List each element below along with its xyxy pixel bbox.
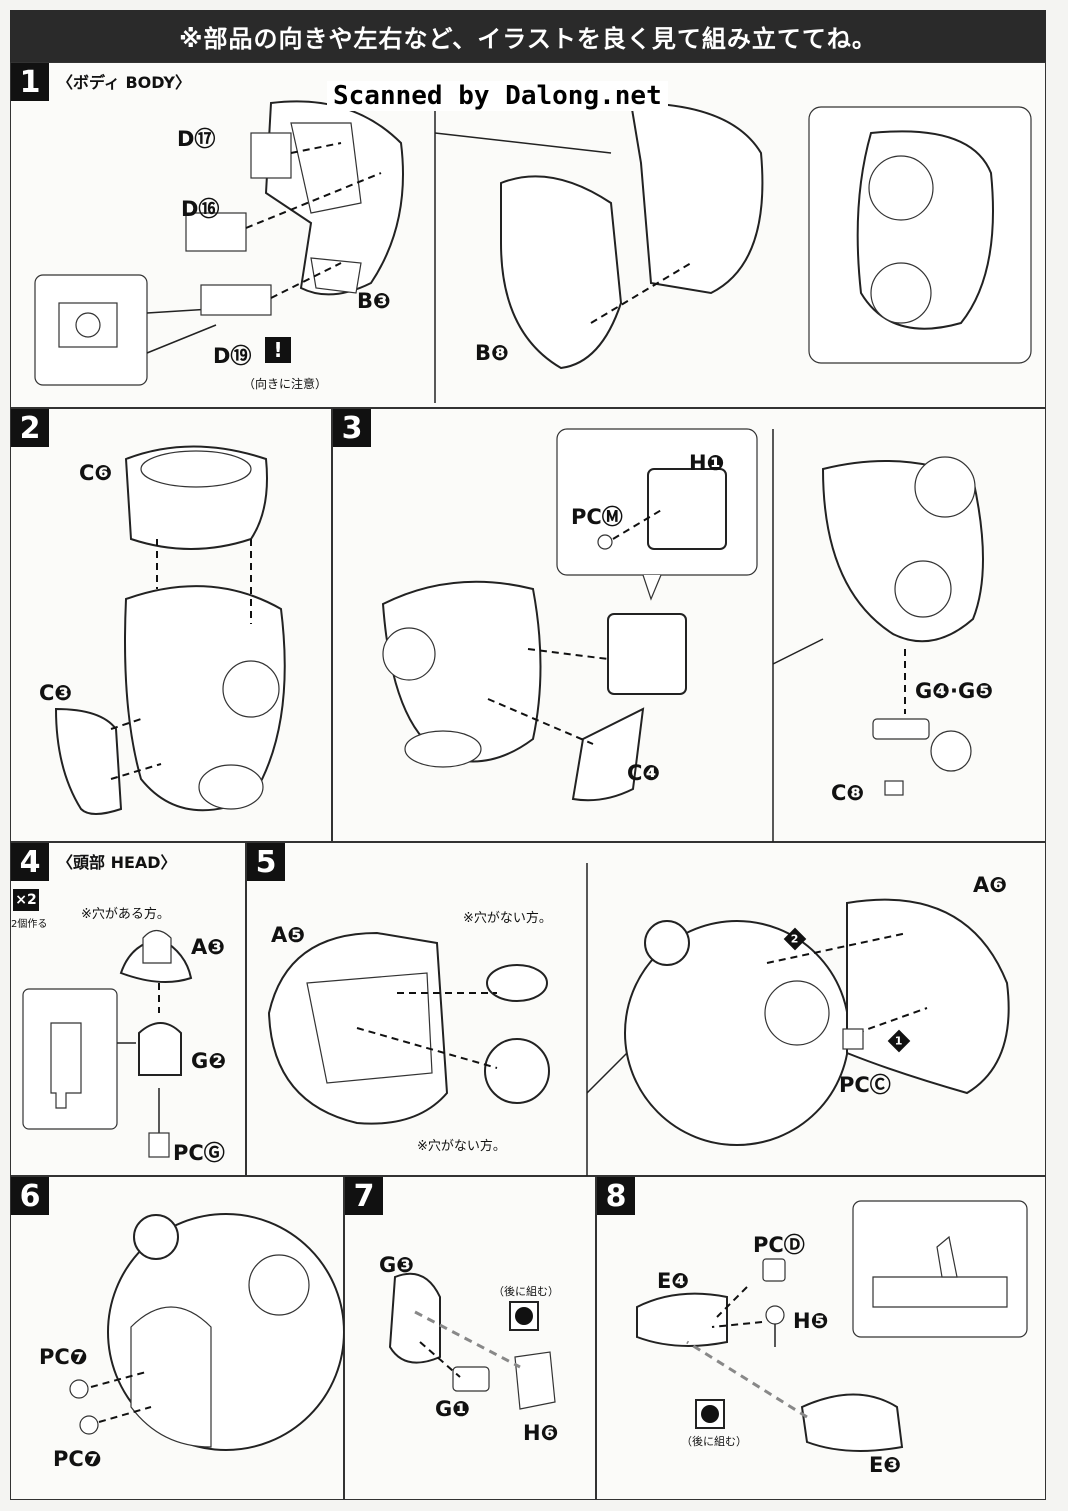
label-h6: H❻ xyxy=(523,1421,559,1445)
label-d17: D⑰ xyxy=(177,127,216,151)
step-8-panel: 8 E❹ PCⒹ H❺ E❸ （後に組む） xyxy=(596,1176,1046,1500)
label-d19: D⑲ xyxy=(213,344,252,368)
label-pcc: PCⒸ xyxy=(839,1073,891,1097)
later-note: （後に組む） xyxy=(493,1285,559,1298)
label-c3: C❸ xyxy=(39,681,73,705)
label-h1: H❶ xyxy=(689,451,725,475)
label-b3: B❸ xyxy=(357,289,391,313)
label-g4-g5: G❹·G❺ xyxy=(915,679,994,703)
step-5-panel: 5 A❺ ※穴がない方。 ※穴がない方。 A❻ PCⒸ 2 1 xyxy=(246,842,1046,1177)
assemble-later-icon xyxy=(695,1399,725,1429)
step-number: 6 xyxy=(11,1177,49,1215)
step-3-illustration xyxy=(381,428,984,843)
label-c4: C❹ xyxy=(627,761,661,785)
label-pcd: PCⒹ xyxy=(753,1233,805,1257)
label-c8: C❽ xyxy=(831,781,865,805)
note-no-hole-bottom: ※穴がない方。 xyxy=(417,1139,506,1154)
note-no-hole-top: ※穴がない方。 xyxy=(463,911,552,926)
step-1-panel: 1 〈ボディ BODY〉 Scanned by Dalong.net D⑰ D⑯ xyxy=(10,62,1046,408)
instruction-banner: ※部品の向きや左右など、イラストを良く見て組み立ててね。 xyxy=(10,10,1046,62)
multiplier-badge: ×2 xyxy=(13,889,39,911)
step-number: 8 xyxy=(597,1177,635,1215)
label-h5: H❺ xyxy=(793,1309,829,1333)
label-d16: D⑯ xyxy=(181,197,220,221)
step-number: 7 xyxy=(345,1177,383,1215)
step-3-panel: 3 H❶ PCⓂ C❹ G❹·G❺ C❽ xyxy=(332,408,1046,843)
label-b8: B❽ xyxy=(475,341,509,365)
section-title-body: 〈ボディ BODY〉 xyxy=(57,73,191,92)
label-a5: A❺ xyxy=(271,923,306,947)
label-g3: G❸ xyxy=(379,1253,415,1277)
step-6-illustration xyxy=(69,1213,345,1451)
step-number: 4 xyxy=(11,843,49,881)
warning-note: （向きに注意） xyxy=(243,377,328,391)
label-e3: E❸ xyxy=(869,1453,902,1477)
label-g1: G❶ xyxy=(435,1397,471,1421)
step-number: 3 xyxy=(333,409,371,447)
label-pc7-upper: PC❼ xyxy=(39,1345,88,1369)
step-number: 5 xyxy=(247,843,285,881)
step-2-panel: 2 C❻ C❸ xyxy=(10,408,332,842)
label-a6: A❻ xyxy=(973,873,1008,897)
step-6-panel: 6 PC❼ PC❼ xyxy=(10,1176,345,1500)
step-4-illustration xyxy=(22,929,193,1158)
label-pc7-lower: PC❼ xyxy=(53,1447,102,1471)
label-a3: A❸ xyxy=(191,935,226,959)
section-title-head: 〈頭部 HEAD〉 xyxy=(57,853,177,872)
step-4-panel: 4 〈頭部 HEAD〉 ×2 2個作る ※穴がある方。 A❸ G❷ PCⒼ xyxy=(10,842,246,1176)
multiplier-note: 2個作る xyxy=(11,919,48,930)
step-number: 1 xyxy=(11,63,49,101)
step-8-illustration xyxy=(636,1200,1028,1452)
note-hole-side: ※穴がある方。 xyxy=(81,907,170,922)
step-number: 2 xyxy=(11,409,49,447)
label-g2: G❷ xyxy=(191,1049,227,1073)
step-7-panel: 7 G❸ G❶ H❻ （後に組む） xyxy=(344,1176,596,1500)
later-note: （後に組む） xyxy=(681,1435,747,1448)
step-5-illustration xyxy=(267,863,1010,1177)
label-c6: C❻ xyxy=(79,461,113,485)
warning-icon: ! xyxy=(265,337,291,363)
step-2-illustration xyxy=(54,445,286,815)
scan-watermark: Scanned by Dalong.net xyxy=(327,81,668,111)
label-pcm: PCⓂ xyxy=(571,505,623,529)
assemble-later-icon xyxy=(509,1301,539,1331)
body-assembly-illustration xyxy=(34,100,1032,403)
step-7-illustration xyxy=(388,1272,556,1410)
label-pcg: PCⒼ xyxy=(173,1141,225,1165)
label-e4: E❹ xyxy=(657,1269,690,1293)
